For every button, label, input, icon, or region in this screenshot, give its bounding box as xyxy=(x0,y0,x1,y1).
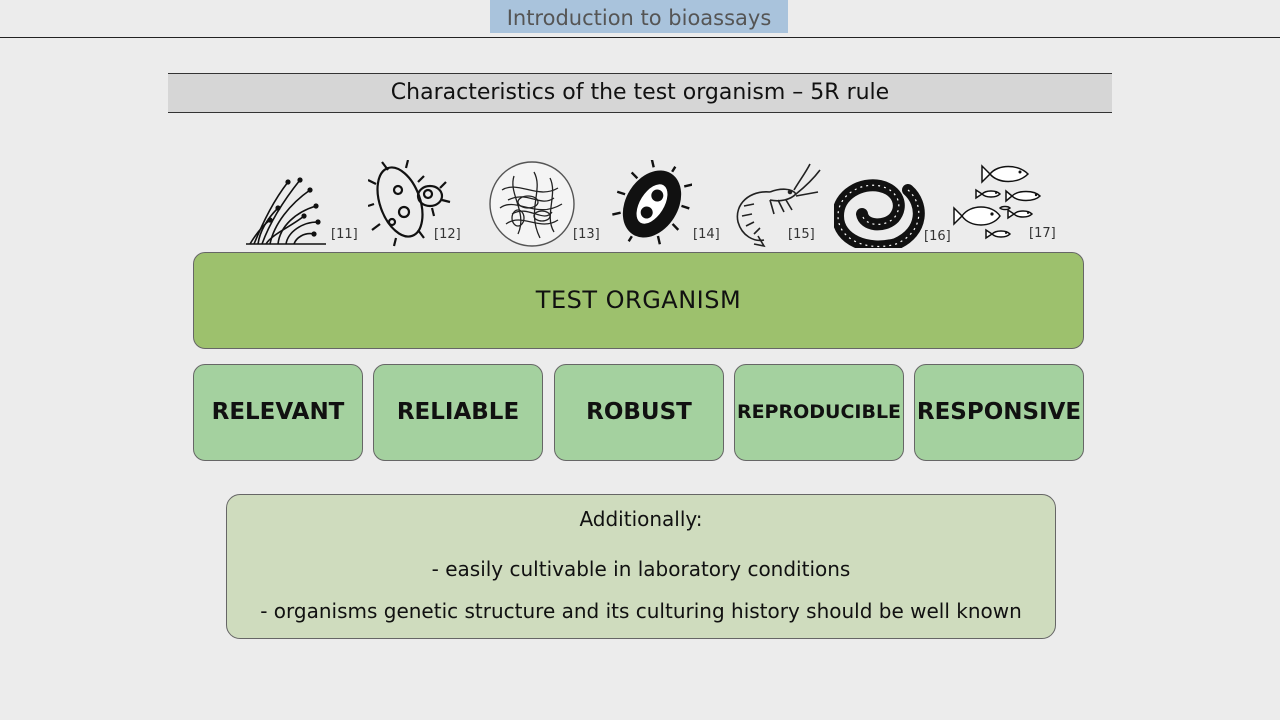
section-title: Characteristics of the test organism – 5… xyxy=(168,73,1112,113)
bacteria-icon xyxy=(368,160,451,247)
course-title: Introduction to bioassays xyxy=(490,0,788,33)
additional-item: - easily cultivable in laboratory condit… xyxy=(431,557,851,581)
organism-bacteria: [12] xyxy=(368,160,468,248)
reference-label: [13] xyxy=(573,227,600,242)
reference-label: [11] xyxy=(331,227,358,242)
fungi-hyphae-icon xyxy=(246,177,326,245)
reference-label: [17] xyxy=(1029,226,1056,241)
reference-label: [15] xyxy=(788,227,815,242)
criterion-responsive: RESPONSIVE xyxy=(914,364,1084,461)
additional-heading: Additionally: xyxy=(579,507,703,531)
criterion-reproducible: REPRODUCIBLE xyxy=(734,364,904,461)
additional-item: - organisms genetic structure and its cu… xyxy=(260,599,1022,623)
organism-worm: [16] xyxy=(834,160,964,248)
organism-fungi: [11] xyxy=(244,160,364,248)
algae-culture-icon xyxy=(489,161,575,247)
organism-fish: [17] xyxy=(952,160,1062,248)
organism-algae: [13] xyxy=(488,160,603,248)
reference-label: [14] xyxy=(693,227,720,242)
test-organism-box: TEST ORGANISM xyxy=(193,252,1084,349)
criterion-relevant: RELEVANT xyxy=(193,364,363,461)
organism-paramecium: [14] xyxy=(612,160,722,248)
paramecium-icon xyxy=(612,160,692,245)
organism-shrimp: [15] xyxy=(730,160,850,248)
shrimp-icon xyxy=(736,163,821,248)
worm-icon xyxy=(834,179,925,248)
additional-requirements-box: Additionally: - easily cultivable in lab… xyxy=(226,494,1056,639)
criterion-robust: ROBUST xyxy=(554,364,724,461)
fish-school-icon xyxy=(953,164,1042,240)
reference-label: [16] xyxy=(924,229,951,244)
header-divider xyxy=(0,37,1280,38)
criterion-reliable: RELIABLE xyxy=(373,364,543,461)
reference-label: [12] xyxy=(434,227,461,242)
